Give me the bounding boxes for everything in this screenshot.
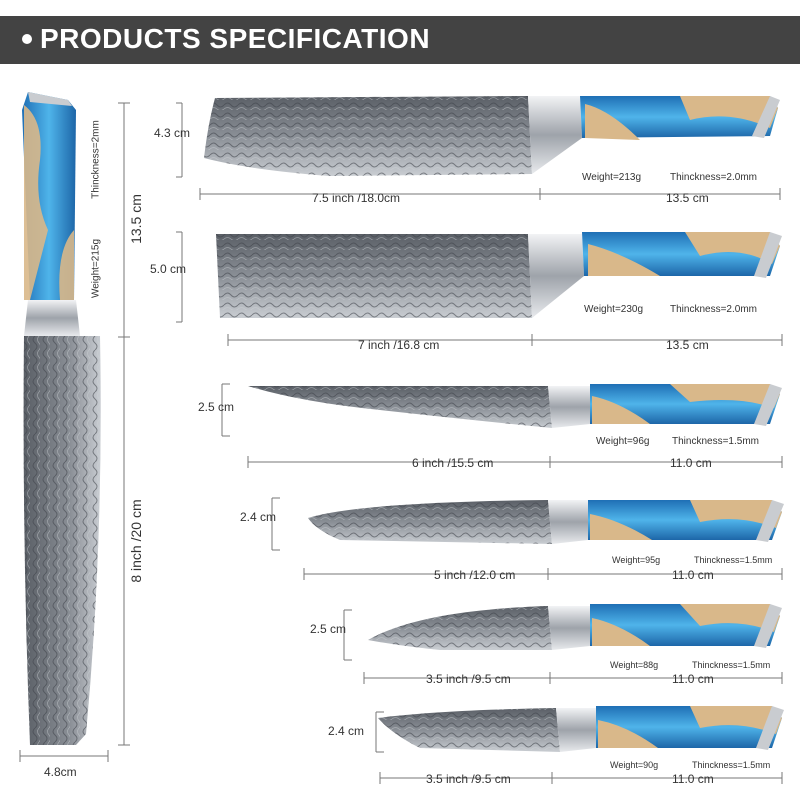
knife-steak xyxy=(308,500,784,544)
knife-3-weight-label: Weight=96g xyxy=(596,436,650,447)
knife-6-weight-label: Weight=90g xyxy=(610,760,659,770)
knife-3-thickness-label: Thinckness=1.5mm xyxy=(672,436,759,447)
knife-1-height-label: 4.3 cm xyxy=(154,126,191,140)
chef-thickness-label: Thinckness=2mm xyxy=(90,120,102,199)
knife-paring xyxy=(378,706,784,752)
knife-5-handle-label: 11.0 cm xyxy=(672,672,714,686)
knife-2-height-label: 5.0 cm xyxy=(150,262,187,276)
knife-nakiri xyxy=(216,232,782,318)
knife-1-blade-label: 7.5 inch /18.0cm xyxy=(312,191,401,205)
bullet-dot-icon xyxy=(22,34,32,44)
page-title: PRODUCTS SPECIFICATION xyxy=(40,23,431,54)
knife-5-weight-label: Weight=88g xyxy=(610,660,659,670)
chef-knife-bolster xyxy=(24,300,80,336)
header-banner: PRODUCTS SPECIFICATION xyxy=(0,16,800,64)
knife-5-height-label: 2.5 cm xyxy=(310,622,347,636)
knife-4-handle-label: 11.0 cm xyxy=(672,568,714,582)
knife-4-weight-label: Weight=95g xyxy=(612,555,661,565)
dimension-lines xyxy=(19,102,783,784)
chef-width-label: 4.8cm xyxy=(44,765,77,779)
knife-paring-curved xyxy=(368,604,782,650)
knife-4-blade-label: 5 inch /12.0 cm xyxy=(434,568,516,582)
knife-1-handle-label: 13.5 cm xyxy=(666,191,709,205)
chef-weight-label: Weight=215g xyxy=(90,238,102,299)
knife-6-thickness-label: Thinckness=1.5mm xyxy=(692,760,771,770)
chef-knife xyxy=(22,92,101,745)
knife-2-blade-label: 7 inch /16.8 cm xyxy=(358,338,440,352)
knife-4-height-label: 2.4 cm xyxy=(240,510,277,524)
knife-5-blade-label: 3.5 inch /9.5 cm xyxy=(426,672,511,686)
knife-6-height-label: 2.4 cm xyxy=(328,724,365,738)
knife-5-thickness-label: Thinckness=1.5mm xyxy=(692,660,771,670)
knife-1-thickness-label: Thinckness=2.0mm xyxy=(670,172,757,183)
knife-6-handle-label: 11.0 cm xyxy=(672,772,714,786)
knife-boning xyxy=(248,384,782,428)
knife-6-blade-label: 3.5 inch /9.5 cm xyxy=(426,772,511,786)
chef-blade-length-label: 8 inch /20 cm xyxy=(128,499,144,583)
knife-santoku xyxy=(204,96,780,176)
knife-3-height-label: 2.5 cm xyxy=(198,400,235,414)
knife-3-blade-label: 6 inch /15.5 cm xyxy=(412,456,494,470)
knife-2-thickness-label: Thinckness=2.0mm xyxy=(670,304,757,315)
knife-2-weight-label: Weight=230g xyxy=(584,304,644,315)
knife-3-handle-label: 11.0 cm xyxy=(670,456,712,470)
chef-handle-length-label: 13.5 cm xyxy=(128,194,144,244)
knife-1-weight-label: Weight=213g xyxy=(582,172,642,183)
knife-4-thickness-label: Thinckness=1.5mm xyxy=(694,555,773,565)
knife-2-handle-label: 13.5 cm xyxy=(666,338,709,352)
